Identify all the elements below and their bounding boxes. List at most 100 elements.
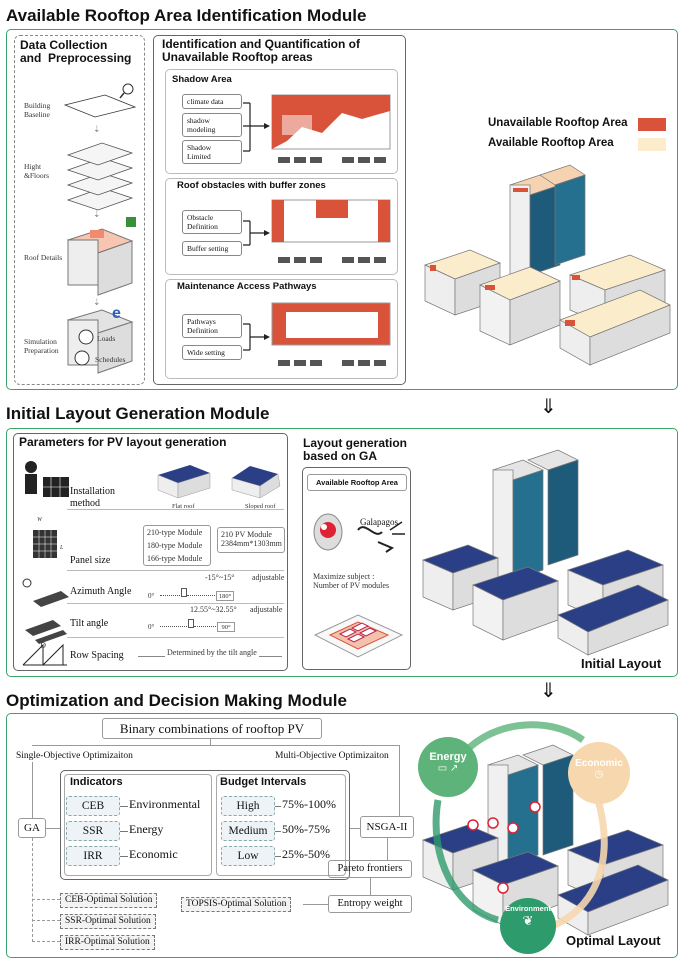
shadow-area-title: Shadow Area <box>172 74 232 85</box>
tag-shadow-limited: Shadow Limited <box>182 140 242 164</box>
energy-icon: ▭ ↗ <box>437 763 459 774</box>
tilt-slider-handle[interactable] <box>188 619 194 628</box>
obstacles-title: Roof obstacles with buffer zones <box>177 180 326 191</box>
module-210: 210-type Module <box>147 528 203 537</box>
tilt-range: 12.55°~32.55° <box>190 605 237 614</box>
row-d-label: D <box>40 641 46 650</box>
budget-title: Budget Intervals <box>220 776 307 788</box>
economic-circle: Economic ◷ <box>568 742 630 804</box>
ceb-connector <box>120 806 128 807</box>
budget-low-range: 25%-50% <box>282 847 330 861</box>
azimuth-adjustable: adjustable <box>252 573 285 582</box>
step-simulation: Simulation Preparation <box>24 337 59 355</box>
indicators-title: Indicators <box>70 776 123 788</box>
sloped-roof-label: Sloped roof <box>245 503 276 510</box>
panel-w-label: W <box>37 517 42 523</box>
sol-branch-1 <box>32 899 60 900</box>
budget-box <box>216 774 346 876</box>
row-spacing-desc: Determined by the tilt angle <box>165 648 259 657</box>
budget-high-range: 75%-100% <box>282 797 336 811</box>
tag-shadow-modeling: shadow modeling <box>182 113 242 137</box>
initial-layout-label: Initial Layout <box>581 656 662 671</box>
galapagos-illustration <box>313 513 405 553</box>
tilt-max: 90° <box>217 622 235 632</box>
module3-frame <box>6 713 678 958</box>
indicators-to-nsga <box>350 828 360 829</box>
indicator-ceb: CEB <box>66 796 120 816</box>
param-divider-4 <box>67 637 284 638</box>
azimuth-label: Azimuth Angle <box>70 586 132 597</box>
tilt-track-right <box>194 626 218 627</box>
ga-panel <box>302 467 411 670</box>
azimuth-min: 0° <box>148 592 155 600</box>
azimuth-slider-handle[interactable] <box>181 588 187 597</box>
param-divider-1 <box>67 509 284 510</box>
ssr-connector <box>120 831 128 832</box>
azimuth-track-right <box>187 595 217 596</box>
branch-stem <box>210 739 211 745</box>
energy-circle: Energy ▭ ↗ <box>418 737 478 797</box>
indicator-ssr: SSR <box>66 821 120 841</box>
medium-connector <box>275 831 281 832</box>
param-divider-3 <box>67 603 284 604</box>
tilt-min: 0° <box>148 623 155 631</box>
module-180: 180-type Module <box>147 541 203 550</box>
maintenance-box <box>165 279 398 379</box>
row-spacing-label: Row Spacing <box>70 650 124 661</box>
svg-text:⇣: ⇣ <box>93 297 101 307</box>
rooftop-area-city-illustration <box>424 164 671 366</box>
optimal-layout-city-illustration <box>422 721 669 936</box>
ga-title: Layout generation based on GA <box>303 436 408 463</box>
tag-pathways-definition: Pathways Definition <box>182 314 242 338</box>
budget-medium: Medium <box>221 821 275 841</box>
legend-unavailable-swatch <box>638 118 666 131</box>
tag-buffer-setting: Buffer setting <box>182 241 242 256</box>
indicators-box <box>64 774 212 876</box>
install-method-label: Installation method <box>70 486 115 509</box>
galapagos-label: Galapagos <box>360 517 398 527</box>
sim-loads-label: Loads <box>97 334 116 343</box>
pathway-diagram <box>243 302 391 366</box>
sim-schedules-label: Schedules <box>95 355 126 364</box>
azimuth-track-left <box>160 595 184 596</box>
economic-label: Economic <box>575 758 623 769</box>
ga-line-top <box>32 762 33 818</box>
step-baseline: Building Baseline <box>24 101 51 119</box>
environment-circle: Environment ❦ <box>500 898 556 954</box>
economic-icon: ◷ <box>594 769 604 780</box>
ssr-optimal-solution: SSR-Optimal Solution <box>60 914 156 929</box>
binary-combinations-box: Binary combinations of rooftop PV <box>102 718 322 739</box>
param-divider-2 <box>67 570 284 571</box>
indicator-irr: IRR <box>66 846 120 866</box>
module-166: 166-type Module <box>147 554 203 563</box>
parameter-icons <box>22 461 69 666</box>
pv-layout-roof-illustration <box>313 614 404 658</box>
obstacle-diagram <box>243 199 391 263</box>
sol-branch-3 <box>32 941 60 942</box>
tilt-adjustable: adjustable <box>250 605 283 614</box>
indicators-budget-panel <box>60 770 350 880</box>
svg-text:⇣: ⇣ <box>93 209 101 219</box>
azimuth-range: -15°~15° <box>205 573 235 582</box>
entropy-to-topsis <box>303 904 328 905</box>
ceb-optimal-solution: CEB-Optimal Solution <box>60 893 158 908</box>
environment-icon: ❦ <box>522 913 534 928</box>
high-connector <box>275 806 281 807</box>
module2-title: Initial Layout Generation Module <box>6 404 270 423</box>
entropy-box: Entropy weight <box>328 895 412 913</box>
irr-connector <box>120 856 128 857</box>
shadow-area-box <box>165 69 398 174</box>
legend-unavailable-label: Unavailable Rooftop Area <box>488 117 628 129</box>
initial-layout-city-illustration <box>422 449 669 656</box>
identification-panel <box>153 35 406 385</box>
nsga-box: NSGA-II <box>360 816 414 838</box>
data-collection-title: Data Collection and Preprocessing <box>20 38 132 65</box>
indicator-ceb-name: Environmental <box>129 797 201 811</box>
legend-available-swatch <box>638 138 666 151</box>
module-spec-box: 210 PV Module 2384mm*1303mm <box>217 527 285 553</box>
budget-medium-range: 50%-75% <box>282 822 330 836</box>
module1-title: Available Rooftop Area Identification Mo… <box>6 6 367 25</box>
identification-title: Identification and Quantification of Una… <box>162 37 360 64</box>
svg-text:⇣: ⇣ <box>93 124 101 134</box>
low-connector <box>275 856 281 857</box>
